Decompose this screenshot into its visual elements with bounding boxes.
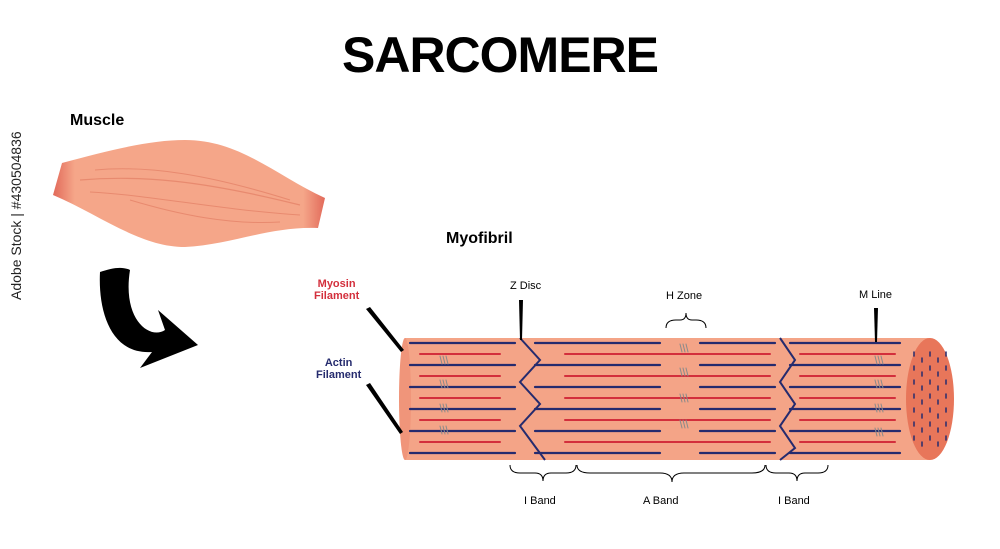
myosin-label-line1: Myosin bbox=[317, 278, 356, 290]
m-line-mark bbox=[685, 343, 689, 353]
curved-arrow-icon bbox=[99, 267, 198, 368]
label-pointers bbox=[366, 300, 878, 434]
myofibril-heading: Myofibril bbox=[446, 230, 513, 247]
cross-section-dots bbox=[913, 351, 947, 447]
a-band-brace bbox=[576, 464, 766, 483]
m-line-mark bbox=[880, 379, 884, 389]
myosin-pointer bbox=[366, 307, 404, 352]
h-zone-label: H Zone bbox=[666, 290, 703, 302]
m-line-mark bbox=[439, 379, 443, 389]
z-disc-label: Z Disc bbox=[510, 280, 542, 292]
myosin-filament-label: Myosin Filament bbox=[314, 278, 359, 302]
i-band-left-label: I Band bbox=[524, 495, 556, 507]
m-line-mark bbox=[679, 367, 683, 377]
m-line-mark bbox=[445, 403, 449, 413]
z-disc-zigzag bbox=[778, 337, 797, 461]
m-line-mark bbox=[880, 427, 884, 437]
m-line-mark bbox=[445, 355, 449, 365]
m-line-mark bbox=[874, 355, 878, 365]
m-line-mark bbox=[445, 425, 449, 435]
i-band-right-brace bbox=[765, 464, 829, 482]
myosin-label-line2: Filament bbox=[314, 290, 360, 302]
z-disc-lines bbox=[518, 337, 797, 461]
actin-label-line1: Actin bbox=[324, 357, 353, 369]
m-line-mark bbox=[442, 425, 446, 435]
m-line-mark bbox=[439, 425, 443, 435]
m-line-marks bbox=[439, 343, 884, 437]
stock-watermark: Adobe Stock | #430504836 bbox=[8, 131, 24, 300]
actin-filament-label: Actin Filament bbox=[316, 357, 361, 381]
z-disc-pointer bbox=[519, 300, 523, 340]
m-line-mark bbox=[685, 419, 689, 429]
filament-group bbox=[408, 341, 902, 455]
a-band-label: A Band bbox=[643, 495, 679, 507]
actin-pointer bbox=[366, 383, 403, 434]
i-band-left-brace bbox=[509, 464, 577, 482]
h-zone-brace bbox=[665, 312, 707, 329]
muscle-heading: Muscle bbox=[70, 112, 125, 129]
m-line-mark bbox=[685, 393, 689, 403]
m-line-mark bbox=[877, 403, 881, 413]
m-line-mark bbox=[685, 367, 689, 377]
m-line-mark bbox=[880, 403, 884, 413]
m-line-mark bbox=[682, 419, 686, 429]
m-line-mark bbox=[679, 393, 683, 403]
m-line-mark bbox=[439, 403, 443, 413]
m-line-mark bbox=[679, 419, 683, 429]
m-line-mark bbox=[874, 403, 878, 413]
m-line-mark bbox=[682, 367, 686, 377]
m-line-mark bbox=[877, 379, 881, 389]
m-line-mark bbox=[445, 379, 449, 389]
m-line-label: M Line bbox=[859, 289, 893, 301]
actin-label-line2: Filament bbox=[316, 369, 362, 381]
page-title: SARCOMERE bbox=[341, 27, 659, 83]
m-line-mark bbox=[682, 393, 686, 403]
i-band-right-label: I Band bbox=[778, 495, 810, 507]
m-line-mark bbox=[442, 379, 446, 389]
m-line-mark bbox=[877, 355, 881, 365]
m-line-mark bbox=[439, 355, 443, 365]
m-line-pointer bbox=[874, 308, 878, 342]
m-line-mark bbox=[877, 427, 881, 437]
m-line-mark bbox=[442, 355, 446, 365]
muscle-illustration bbox=[53, 140, 325, 247]
m-line-mark bbox=[874, 379, 878, 389]
m-line-mark bbox=[874, 427, 878, 437]
z-disc-zigzag bbox=[518, 337, 546, 461]
m-line-mark bbox=[682, 343, 686, 353]
m-line-mark bbox=[442, 403, 446, 413]
m-line-mark bbox=[679, 343, 683, 353]
m-line-mark bbox=[880, 355, 884, 365]
